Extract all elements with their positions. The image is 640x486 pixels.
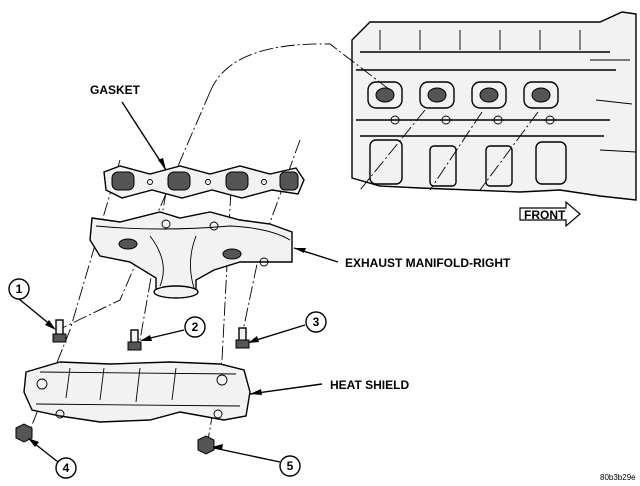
nut-5 xyxy=(197,435,215,455)
front-arrow: FRONT xyxy=(519,200,581,228)
nut-4 xyxy=(15,423,33,443)
callout-5-number: 5 xyxy=(287,459,294,473)
figure-code: 80b3b29e xyxy=(600,473,636,482)
callout-2: 2 xyxy=(184,316,206,338)
engine-cylinder-head xyxy=(351,11,637,201)
bolt-2 xyxy=(127,329,142,351)
gasket-label: GASKET xyxy=(90,83,141,97)
front-label: FRONT xyxy=(524,208,566,222)
callout-4-number: 4 xyxy=(63,461,70,475)
callout-5: 5 xyxy=(279,455,301,477)
callout-1-number: 1 xyxy=(16,282,23,296)
callout-2-number: 2 xyxy=(192,320,199,334)
gasket-part xyxy=(103,165,305,199)
exhaust-manifold-part xyxy=(89,211,293,299)
heat-shield-label: HEAT SHIELD xyxy=(330,378,409,392)
bolt-1 xyxy=(52,319,67,343)
callout-3-number: 3 xyxy=(313,315,320,329)
callout-4: 4 xyxy=(55,457,77,479)
stud-3 xyxy=(235,327,250,349)
exhaust-manifold-label: EXHAUST MANIFOLD-RIGHT xyxy=(345,256,511,270)
heat-shield-part xyxy=(23,361,251,423)
callout-3: 3 xyxy=(305,311,327,333)
callout-1: 1 xyxy=(8,278,30,300)
leader-lines xyxy=(18,101,339,463)
